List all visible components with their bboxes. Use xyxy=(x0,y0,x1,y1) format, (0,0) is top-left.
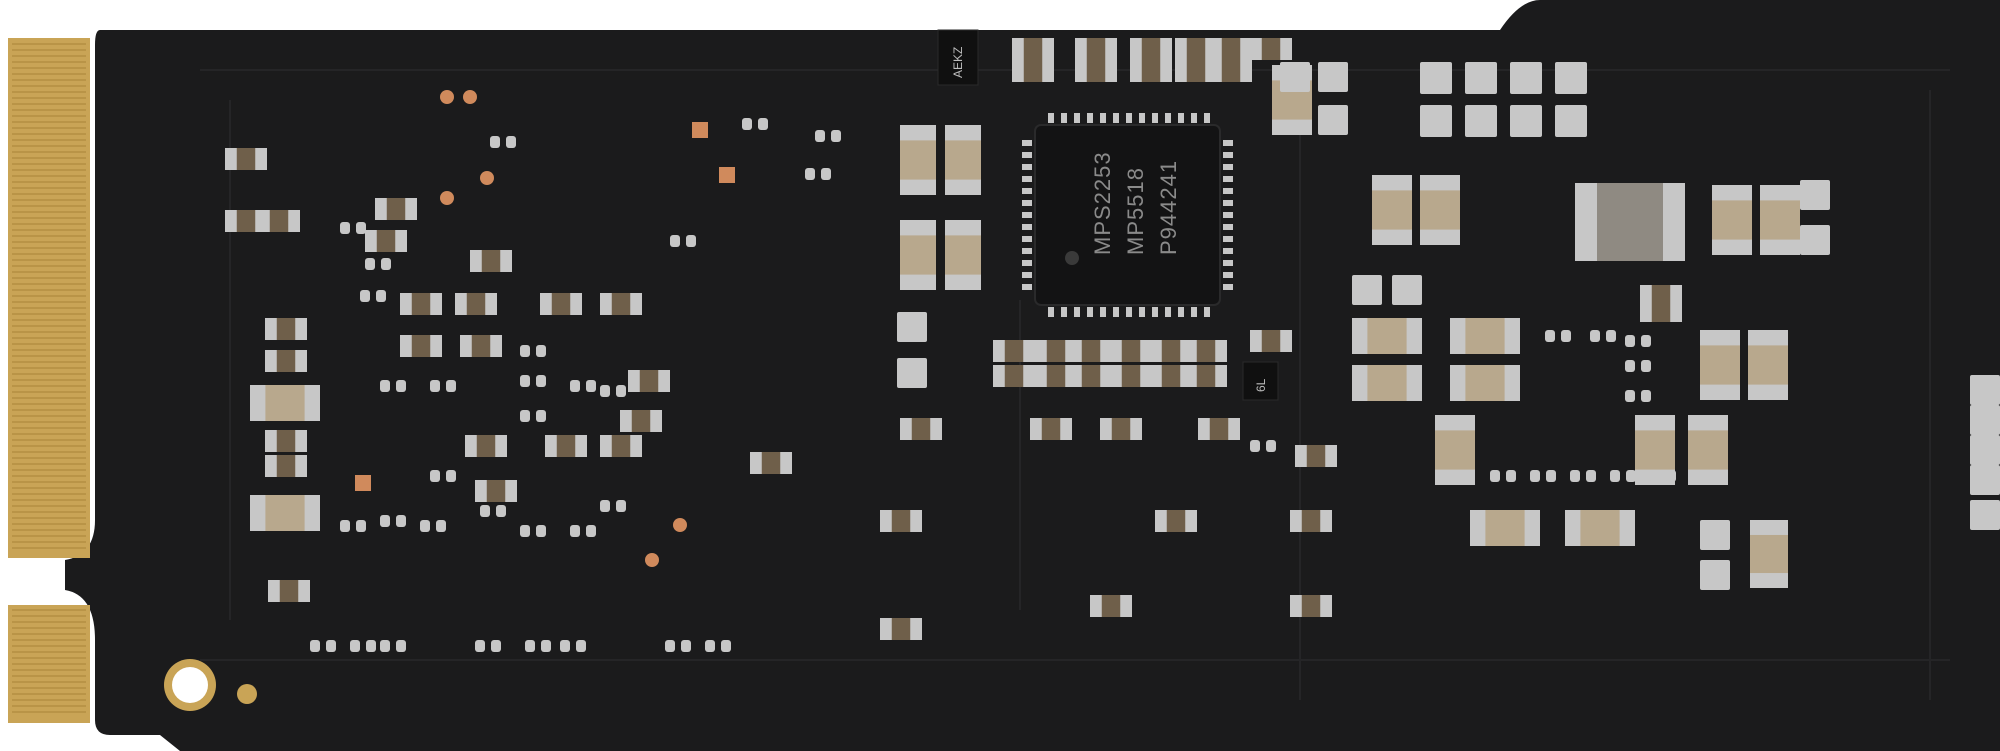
smd-components xyxy=(225,38,2000,652)
controller-chip: MPS2253 MP5518 P944241 xyxy=(1022,113,1233,317)
small-chip-top: AEKZ xyxy=(937,29,979,86)
small-gold-pad xyxy=(237,684,257,704)
inductor xyxy=(1575,183,1685,261)
chip-label-1: MPS2253 xyxy=(1090,151,1115,255)
small-chip-top-label: AEKZ xyxy=(951,47,965,78)
small-chip-right-label: 6L xyxy=(1254,378,1268,392)
gold-edge-connector xyxy=(8,38,90,723)
chip-label-2: MP5518 xyxy=(1123,167,1148,255)
small-chip-right: 6L xyxy=(1242,361,1279,401)
chip-label-3: P944241 xyxy=(1156,160,1181,255)
